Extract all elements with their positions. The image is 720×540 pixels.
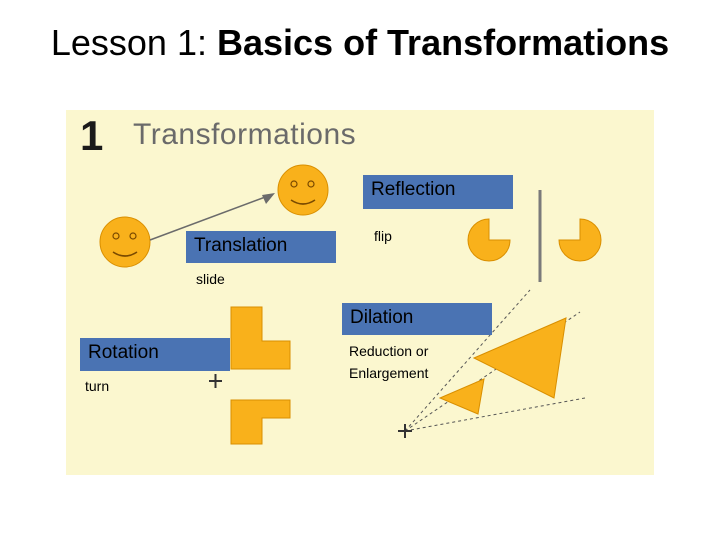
dilation-sub-line2: Enlargement [349,365,429,381]
translation-label: Translation [186,231,336,263]
dilation-center-plus-icon [398,424,412,438]
dilation-large-triangle [472,317,567,399]
transformations-image [66,110,654,475]
rotation-l-shape-original [230,306,291,370]
section-heading: Transformations [133,118,357,151]
reflection-sub: flip [374,228,392,244]
reflection-shape-right [558,218,602,262]
rotation-sub: turn [85,378,110,394]
dilation-small-triangle [438,378,485,415]
translation-arrow [149,193,275,241]
rotation-center-plus-icon [209,374,222,388]
title-prefix: Lesson 1: [50,22,217,63]
translation-sub: slide [196,271,225,287]
section-number: 1 [80,112,104,159]
smiley-face-original [99,216,151,268]
reflection-shape-left [467,218,511,262]
smiley-face-translated [277,164,329,216]
dilation-label: Dilation [342,303,492,335]
dilation-sub-line1: Reduction or [349,343,429,359]
title-bold: Basics of Transformations [216,22,670,63]
rotation-label: Rotation [80,338,230,371]
rotation-l-shape-turned [230,399,291,445]
slide-title: Lesson 1: Basics of Transformations [0,22,720,64]
reflection-label: Reflection [363,175,513,209]
